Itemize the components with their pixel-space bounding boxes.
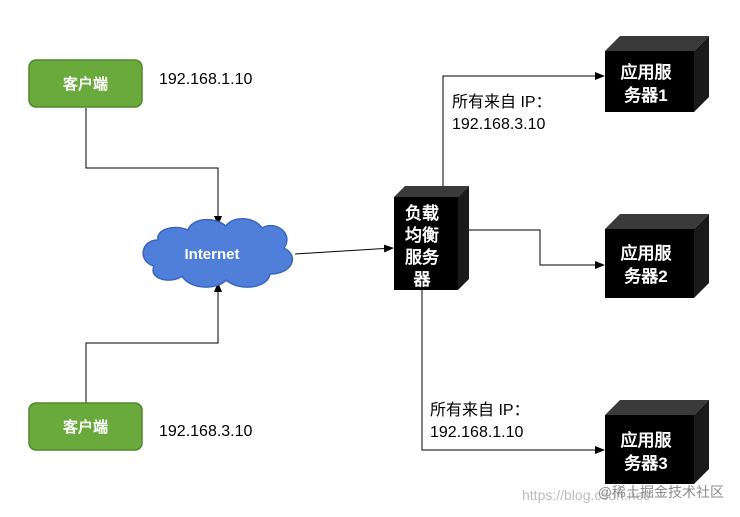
watermark-url: https://blog.csdn.net/ <box>522 487 651 503</box>
client-node-2: 客户端 <box>28 402 143 451</box>
client-node-1: 客户端 <box>28 59 143 108</box>
app-server-node-1: 应用服 务器1 <box>605 36 709 112</box>
internet-label: Internet <box>184 246 239 263</box>
server-line-2: 务器2 <box>624 266 667 286</box>
app-server-node-2: 应用服 务器2 <box>605 214 709 298</box>
connector-internet-lb <box>294 244 394 255</box>
client-ip-label: 192.168.3.10 <box>159 423 253 440</box>
client-ip-label: 192.168.1.10 <box>159 71 253 88</box>
connector-lb-server1 <box>442 72 605 186</box>
watermark-site: @稀土掘金技术社区 <box>598 484 724 500</box>
route-label-line-2: 192.168.1.10 <box>430 424 524 441</box>
route-label-line-1: 所有来自 IP： <box>430 401 530 419</box>
internet-cloud: Internet <box>142 218 294 288</box>
route-label-1: 所有来自 IP： 192.168.3.10 <box>452 93 552 133</box>
route-label-2: 所有来自 IP： 192.168.1.10 <box>430 401 530 441</box>
lb-line-1: 负载 <box>405 203 439 223</box>
client-label: 客户端 <box>62 418 108 436</box>
connector-client1-internet <box>85 108 222 226</box>
connector-client2-internet <box>85 282 222 403</box>
app-server-node-3: 应用服 务器3 <box>605 400 709 484</box>
route-label-line-1: 所有来自 IP： <box>452 93 552 111</box>
connector-lb-server2 <box>468 229 605 269</box>
server-line-2: 务器1 <box>624 85 667 105</box>
client-label: 客户端 <box>62 75 108 93</box>
connector-lb-server3 <box>421 290 605 454</box>
load-balancer-node: 负载 均衡 服务 器 <box>394 186 469 290</box>
connectors <box>85 72 605 454</box>
route-label-line-2: 192.168.3.10 <box>452 116 546 133</box>
watermark: https://blog.csdn.net/ @稀土掘金技术社区 <box>522 484 724 503</box>
server-line-1: 应用服 <box>621 243 673 263</box>
server-line-1: 应用服 <box>621 62 673 82</box>
lb-line-4: 器 <box>413 270 432 289</box>
lb-line-2: 均衡 <box>405 225 439 245</box>
server-line-2: 务器3 <box>624 453 667 473</box>
server-line-1: 应用服 <box>621 430 673 450</box>
lb-line-3: 服务 <box>405 247 440 267</box>
